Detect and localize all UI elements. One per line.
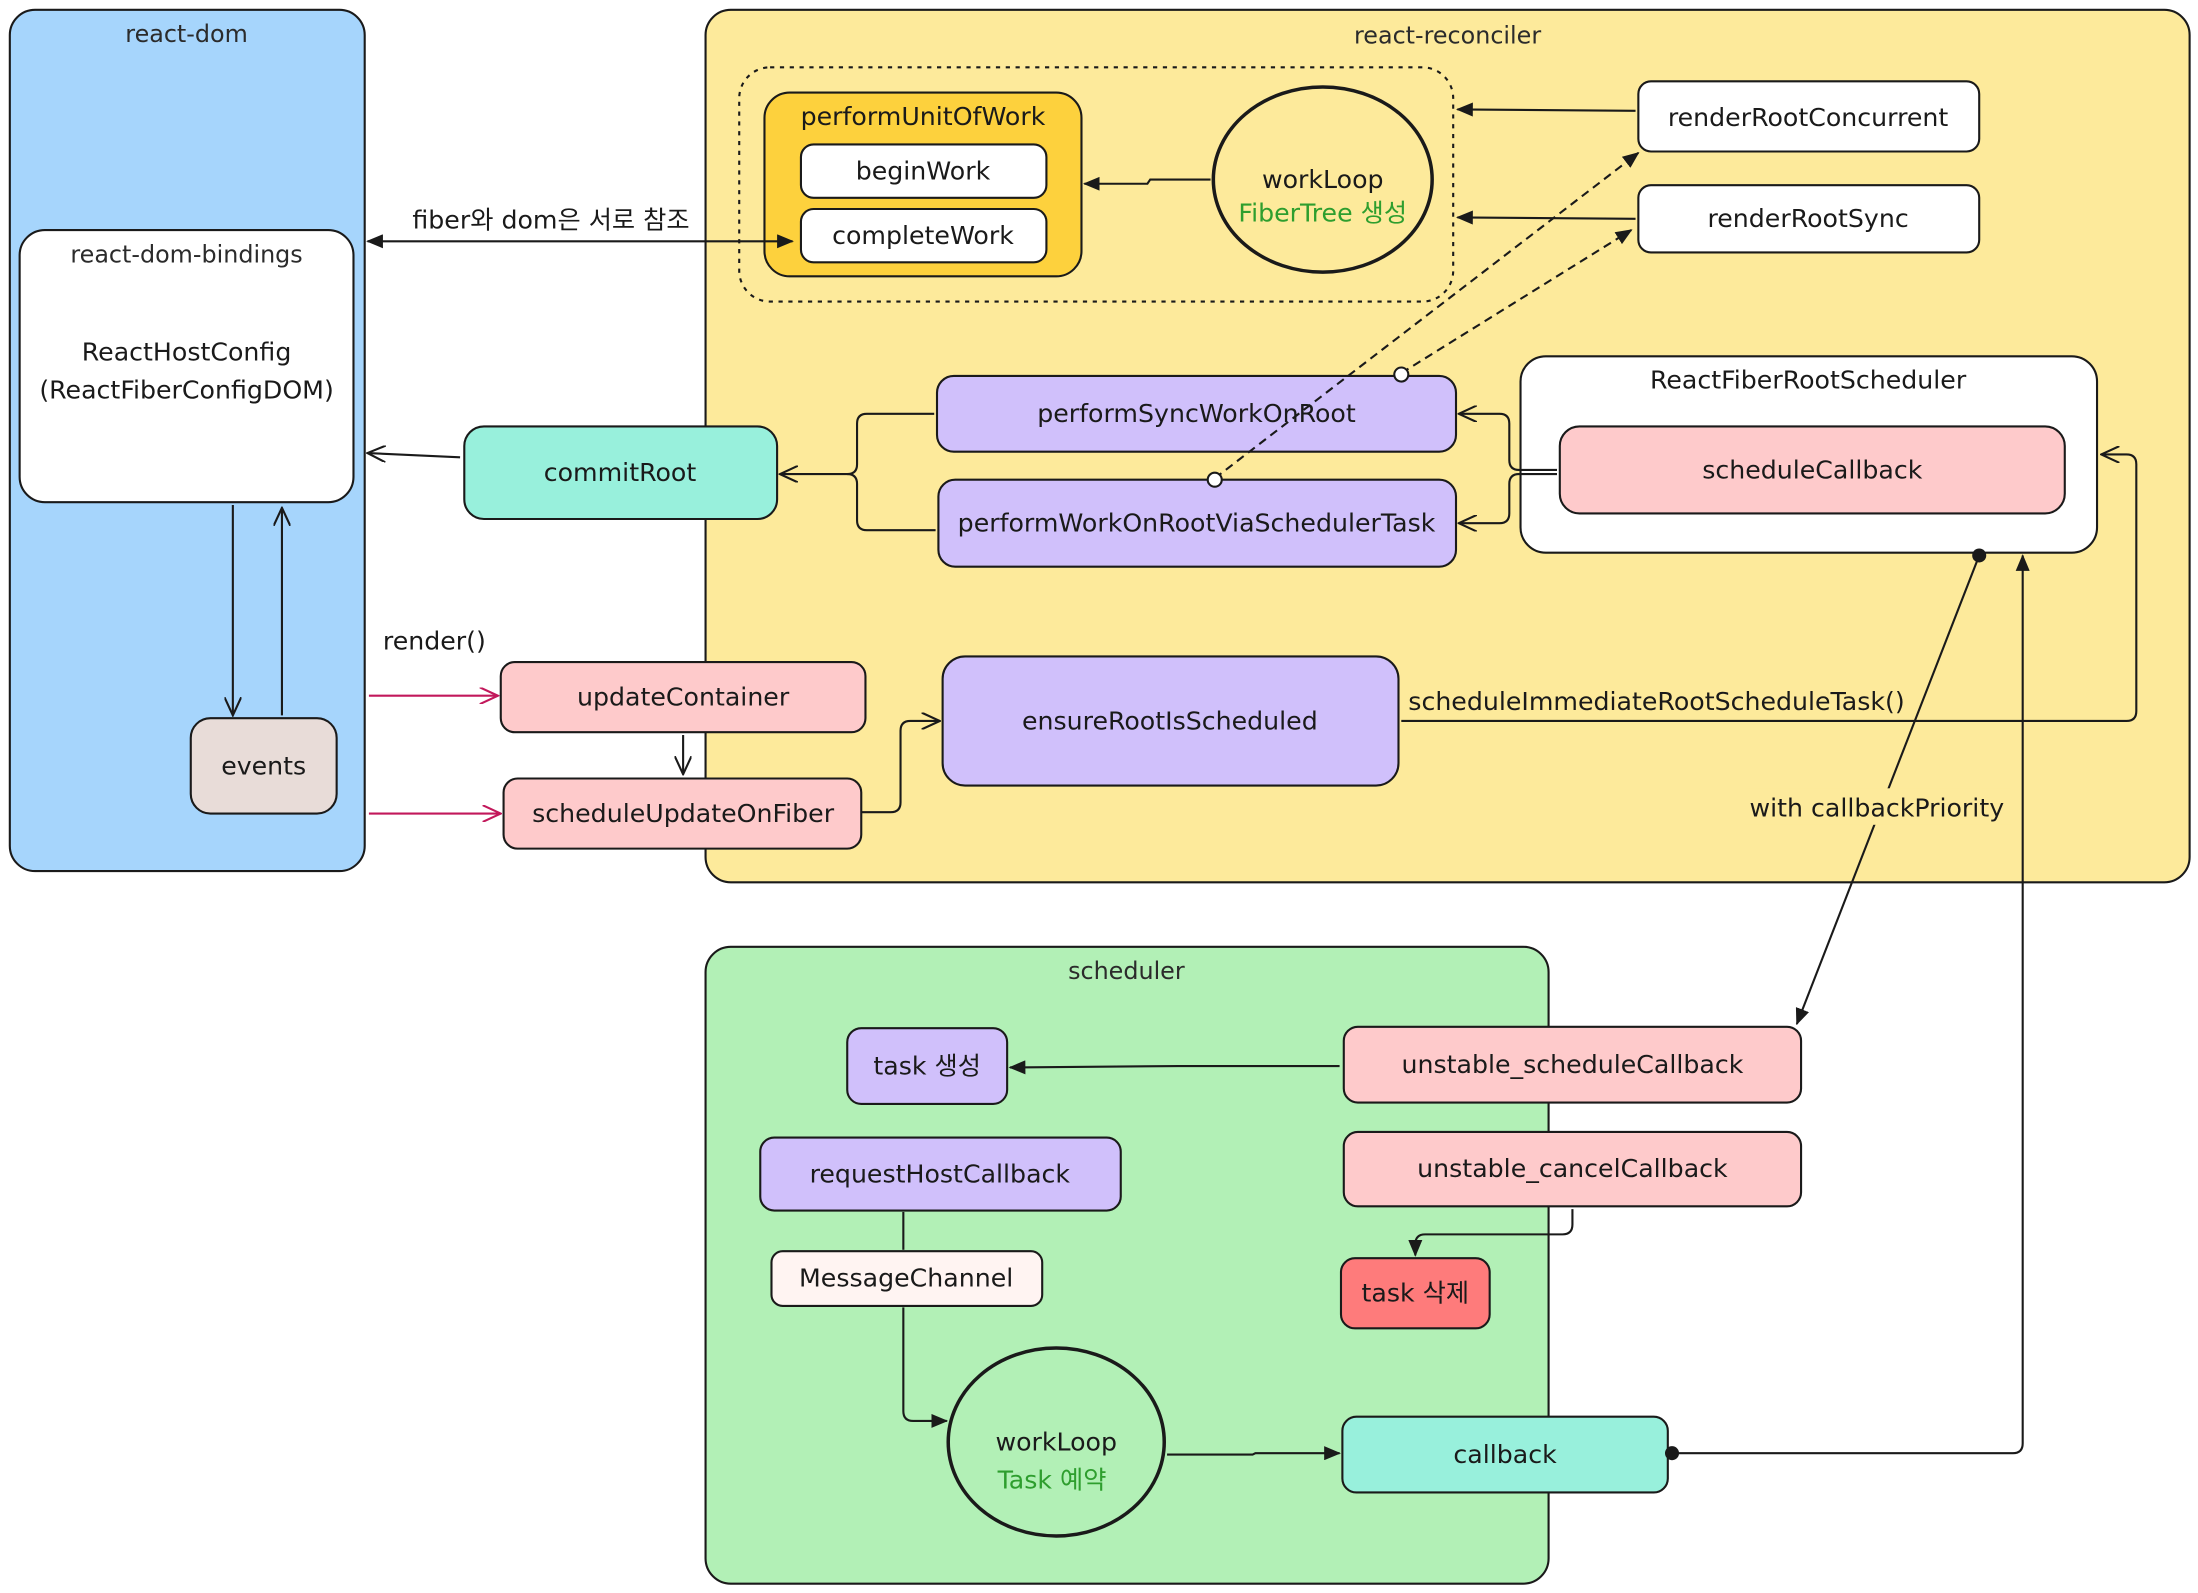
schedule-update-on-fiber-node	[502, 777, 863, 850]
react-fiber-root-scheduler-title: ReactFiberRootScheduler	[1650, 366, 1967, 395]
edge-callback-to-root-scheduler	[1665, 554, 2030, 1461]
edge-schedule-callback-to-perform-sync	[1459, 414, 1557, 471]
request-host-callback-node	[759, 1136, 1122, 1212]
react-host-config-label: ReactHostConfig	[82, 337, 292, 366]
edge-work-loop-to-callback	[1167, 1446, 1341, 1461]
edge-perform-sync-to-render-root-sync	[1400, 229, 1633, 375]
react-fiber-config-dom-label: (ReactFiberConfigDOM)	[39, 375, 333, 404]
message-channel-label: MessageChannel	[799, 1263, 1013, 1292]
work-loop-scheduler-node	[946, 1346, 1166, 1538]
work-loop-scheduler-label: workLoop	[995, 1427, 1117, 1456]
edge-work-loop-to-perform-unit-of-work	[1082, 176, 1211, 191]
edge-perform-sync-start-dot	[1393, 366, 1410, 383]
edge-perform-via-task-to-render-root-concurrent	[1214, 152, 1640, 480]
complete-work-label: completeWork	[832, 221, 1014, 250]
edge-schedule-update-to-ensure-root	[861, 721, 940, 814]
edge-unstable-schedule-callback-to-task-create	[1008, 1060, 1340, 1075]
request-host-callback-label: requestHostCallback	[810, 1159, 1071, 1188]
edge-ensure-root-to-root-scheduler	[1401, 454, 2138, 723]
update-container-label: updateContainer	[577, 683, 790, 712]
render-root-concurrent-node	[1637, 80, 1981, 153]
edge-perform-via-task-start-dot	[1206, 471, 1223, 488]
render-root-sync-node	[1637, 184, 1981, 254]
unstable-schedule-callback-label: unstable_scheduleCallback	[1402, 1050, 1744, 1079]
edge-commit-root-to-bindings	[368, 453, 461, 457]
perform-sync-work-on-root-label: performSyncWorkOnRoot	[1037, 399, 1356, 428]
edge-unstable-cancel-callback-to-task-delete	[1408, 1209, 1574, 1257]
schedule-callback-node	[1558, 425, 2066, 515]
task-reserve-label: Task 예약	[997, 1465, 1107, 1494]
render-root-sync-label: renderRootSync	[1707, 204, 1908, 233]
begin-work-label: beginWork	[856, 157, 991, 186]
fiber-tree-create-label: FiberTree 생성	[1238, 199, 1407, 228]
react-dom-bindings-box	[18, 228, 355, 504]
with-callback-priority-label: with callbackPriority	[1749, 793, 2004, 822]
ensure-root-is-scheduled-node	[941, 655, 1400, 787]
work-loop-region	[738, 66, 1455, 303]
schedule-update-on-fiber-label: scheduleUpdateOnFiber	[532, 799, 835, 828]
message-channel-node	[770, 1250, 1044, 1307]
perform-sync-work-on-root-node	[935, 374, 1458, 453]
edge-render-root-sync-to-work-loop	[1456, 210, 1636, 225]
update-container-node	[499, 661, 867, 734]
events-node	[189, 717, 338, 815]
edge-render-root-concurrent-to-work-loop	[1456, 102, 1636, 117]
task-delete-node	[1339, 1257, 1491, 1330]
commit-root-node	[463, 425, 779, 521]
perform-unit-of-work-title: performUnitOfWork	[801, 102, 1046, 131]
edge-perform-via-task-to-commit-root	[847, 473, 936, 532]
task-create-label: task 생성	[873, 1051, 981, 1080]
perform-work-on-root-via-scheduler-task-label: performWorkOnRootViaSchedulerTask	[958, 509, 1436, 538]
schedule-callback-label: scheduleCallback	[1702, 455, 1923, 484]
task-create-node	[846, 1027, 1009, 1105]
scheduler-group	[704, 945, 1550, 1585]
complete-work-node	[799, 207, 1048, 264]
scheduler-group-title: scheduler	[1068, 957, 1185, 985]
begin-work-node	[799, 143, 1048, 199]
fiber-dom-reference-label: fiber와 dom은 서로 참조	[412, 206, 689, 235]
react-dom-bindings-title: react-dom-bindings	[70, 240, 302, 268]
commit-root-label: commitRoot	[544, 458, 697, 487]
render-root-concurrent-label: renderRootConcurrent	[1668, 103, 1949, 132]
ensure-root-is-scheduled-label: ensureRootIsScheduled	[1022, 706, 1318, 735]
work-loop-reconciler-label: workLoop	[1262, 165, 1384, 194]
render-call-label: render()	[383, 626, 486, 655]
react-reconciler-group-title: react-reconciler	[1354, 21, 1541, 49]
callback-label: callback	[1453, 1440, 1557, 1469]
edge-schedule-callback-to-perform-via-task	[1459, 473, 1557, 523]
edge-message-channel-to-work-loop	[902, 1307, 949, 1428]
events-label: events	[221, 751, 306, 780]
work-loop-reconciler-node	[1211, 85, 1434, 274]
react-dom-group-title: react-dom	[125, 20, 248, 48]
schedule-immediate-root-schedule-task-label: scheduleImmediateRootScheduleTask()	[1408, 687, 1904, 716]
perform-work-on-root-via-scheduler-task-node	[937, 478, 1458, 568]
task-delete-label: task 삭제	[1362, 1279, 1470, 1308]
unstable-cancel-callback-label: unstable_cancelCallback	[1417, 1154, 1728, 1183]
